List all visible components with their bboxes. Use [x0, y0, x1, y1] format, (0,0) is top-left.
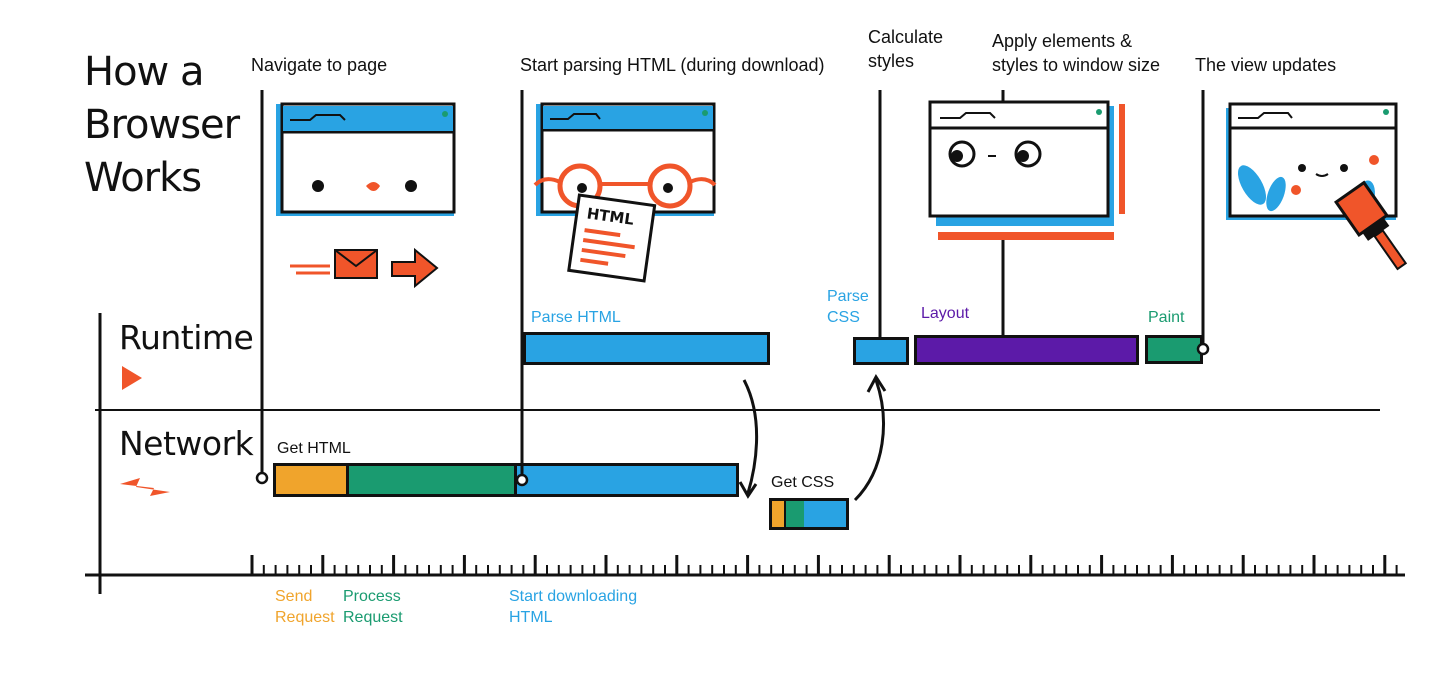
parsing-marker: [515, 473, 529, 487]
glasses-icon: [533, 163, 717, 209]
parse-css-bar: [853, 337, 909, 365]
send-request-line-2: Request: [275, 609, 335, 626]
step-apply-line-2: styles to window size: [992, 55, 1161, 75]
to-parse-css-arrow: [853, 379, 885, 502]
to-get-css-arrow: [742, 379, 759, 494]
title-line-3: Works: [84, 155, 202, 201]
step-apply-label: Apply elements & styles to window size: [992, 29, 1160, 77]
layout-label: Layout: [921, 305, 970, 322]
paint-label: Paint: [1148, 309, 1185, 326]
paintbrush-icon: [1333, 180, 1408, 271]
send-request-line-1: Send: [275, 588, 313, 605]
process-request-line-2: Request: [343, 609, 403, 626]
html-document-icon: HTML: [567, 193, 657, 283]
lane-network-label: Network: [119, 424, 254, 463]
network-lightning-icon: [120, 478, 170, 496]
view-marker: [1196, 342, 1210, 356]
process-request-label: Process Request: [343, 586, 403, 628]
step-calculate-label: Calculate styles: [868, 25, 943, 73]
send-request-segment: [276, 466, 346, 494]
lane-runtime-label: Runtime: [119, 318, 254, 357]
title-line-1: How a: [84, 49, 205, 95]
parse-css-label: Parse CSS: [827, 286, 869, 328]
parse-html-label: Parse HTML: [531, 309, 621, 326]
parse-html-bar: [523, 332, 770, 365]
get-css-label: Get CSS: [771, 474, 835, 491]
step-apply-line-1: Apply elements &: [992, 31, 1133, 51]
title-line-2: Browser: [84, 102, 240, 148]
start-downloading-line-1: Start downloading: [509, 588, 638, 605]
get-css-process-segment: [784, 501, 804, 527]
browser-face-paint: [1226, 102, 1398, 220]
navigate-marker: [255, 471, 269, 485]
get-html-bar: [273, 463, 739, 497]
get-css-bar: [769, 498, 849, 530]
process-request-segment: [346, 466, 517, 494]
start-downloading-line-2: HTML: [509, 609, 553, 626]
get-css-send-segment: [772, 501, 784, 527]
send-request-label: Send Request: [275, 586, 335, 628]
parse-css-line-2: CSS: [827, 309, 860, 326]
parse-css-line-1: Parse: [827, 288, 869, 305]
process-request-line-1: Process: [343, 588, 401, 605]
runtime-triangle-icon: [122, 366, 142, 390]
time-axis-ticks: [250, 555, 1398, 575]
step-view-label: The view updates: [1195, 55, 1337, 75]
step-parsing-label: Start parsing HTML (during download): [520, 55, 825, 75]
step-calculate-line-1: Calculate: [868, 27, 944, 47]
browser-face-navigate: [276, 102, 456, 216]
step-calculate-line-2: styles: [868, 51, 915, 71]
get-html-label: Get HTML: [277, 440, 351, 457]
ruler-icon: [938, 104, 1125, 240]
diagram-title: How a Browser Works: [84, 46, 240, 205]
start-downloading-label: Start downloading HTML: [509, 586, 637, 628]
step-navigate-label: Navigate to page: [251, 55, 388, 75]
layout-bar: [914, 335, 1139, 365]
arrow-right-icon: [391, 247, 439, 289]
download-html-segment: [514, 466, 736, 494]
browser-face-layout: [928, 100, 1114, 226]
envelope-icon: [290, 249, 378, 279]
